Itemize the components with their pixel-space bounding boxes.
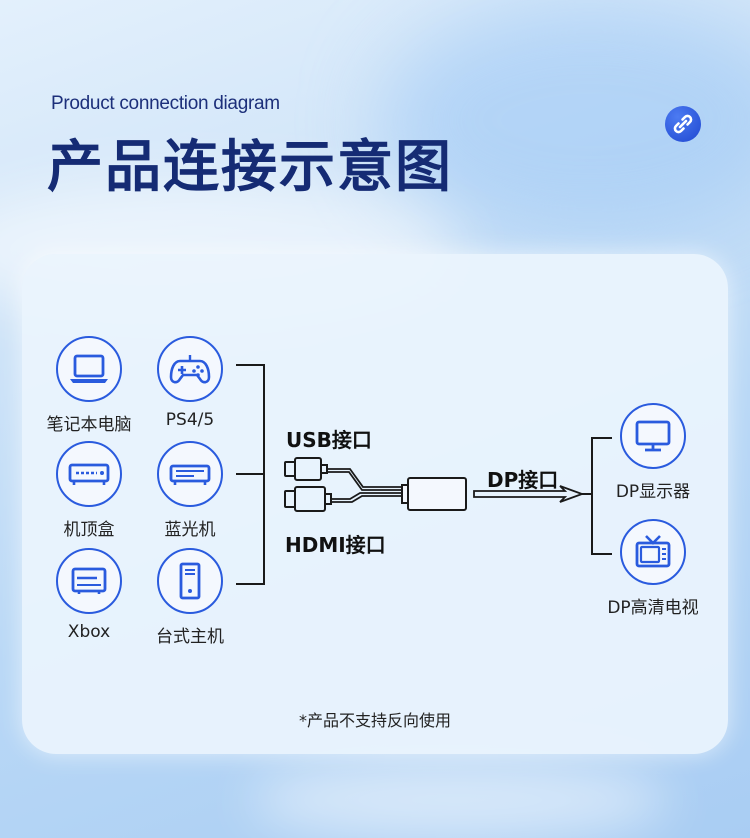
dp-arrow — [473, 485, 585, 503]
source-desktop: 台式主机 — [140, 548, 240, 647]
cables — [327, 468, 406, 503]
source-label: 台式主机 — [156, 627, 224, 647]
gamepad-icon — [157, 336, 223, 402]
source-bracket — [236, 364, 265, 585]
output-monitor: DP显示器 — [603, 403, 703, 502]
bluray-player-icon — [157, 441, 223, 507]
settop-box-icon — [56, 441, 122, 507]
source-label: Xbox — [67, 622, 111, 642]
laptop-icon — [56, 336, 122, 402]
usb-port-label: USB接口 — [286, 428, 372, 452]
output-bracket — [582, 437, 612, 555]
usb-plug — [284, 457, 328, 481]
source-label: 机顶盒 — [63, 520, 115, 540]
monitor-icon — [620, 403, 686, 469]
source-laptop: 笔记本电脑 — [39, 336, 139, 435]
source-settop: 机顶盒 — [39, 441, 139, 540]
dp-port-label: DP接口 — [487, 468, 559, 492]
usage-note: *产品不支持反向使用 — [298, 711, 451, 730]
source-label: 笔记本电脑 — [46, 415, 132, 435]
hdmi-plug — [284, 486, 332, 512]
page-title: 产品连接示意图 — [47, 135, 453, 200]
source-label: PS4/5 — [165, 410, 215, 430]
diagram-card — [22, 254, 728, 754]
source-ps: PS4/5 — [140, 336, 240, 430]
adapter-box — [401, 477, 467, 511]
output-label: DP高清电视 — [607, 598, 699, 618]
source-xbox: Xbox — [39, 548, 139, 642]
output-tv: DP高清电视 — [603, 519, 703, 618]
hdmi-port-label: HDMI接口 — [285, 533, 386, 557]
header-subtitle: Product connection diagram — [51, 93, 280, 114]
desktop-tower-icon — [157, 548, 223, 614]
output-label: DP显示器 — [615, 482, 691, 502]
source-bluray: 蓝光机 — [140, 441, 240, 540]
link-icon — [665, 106, 701, 142]
source-label: 蓝光机 — [164, 520, 216, 540]
xbox-console-icon — [56, 548, 122, 614]
tv-icon — [620, 519, 686, 585]
